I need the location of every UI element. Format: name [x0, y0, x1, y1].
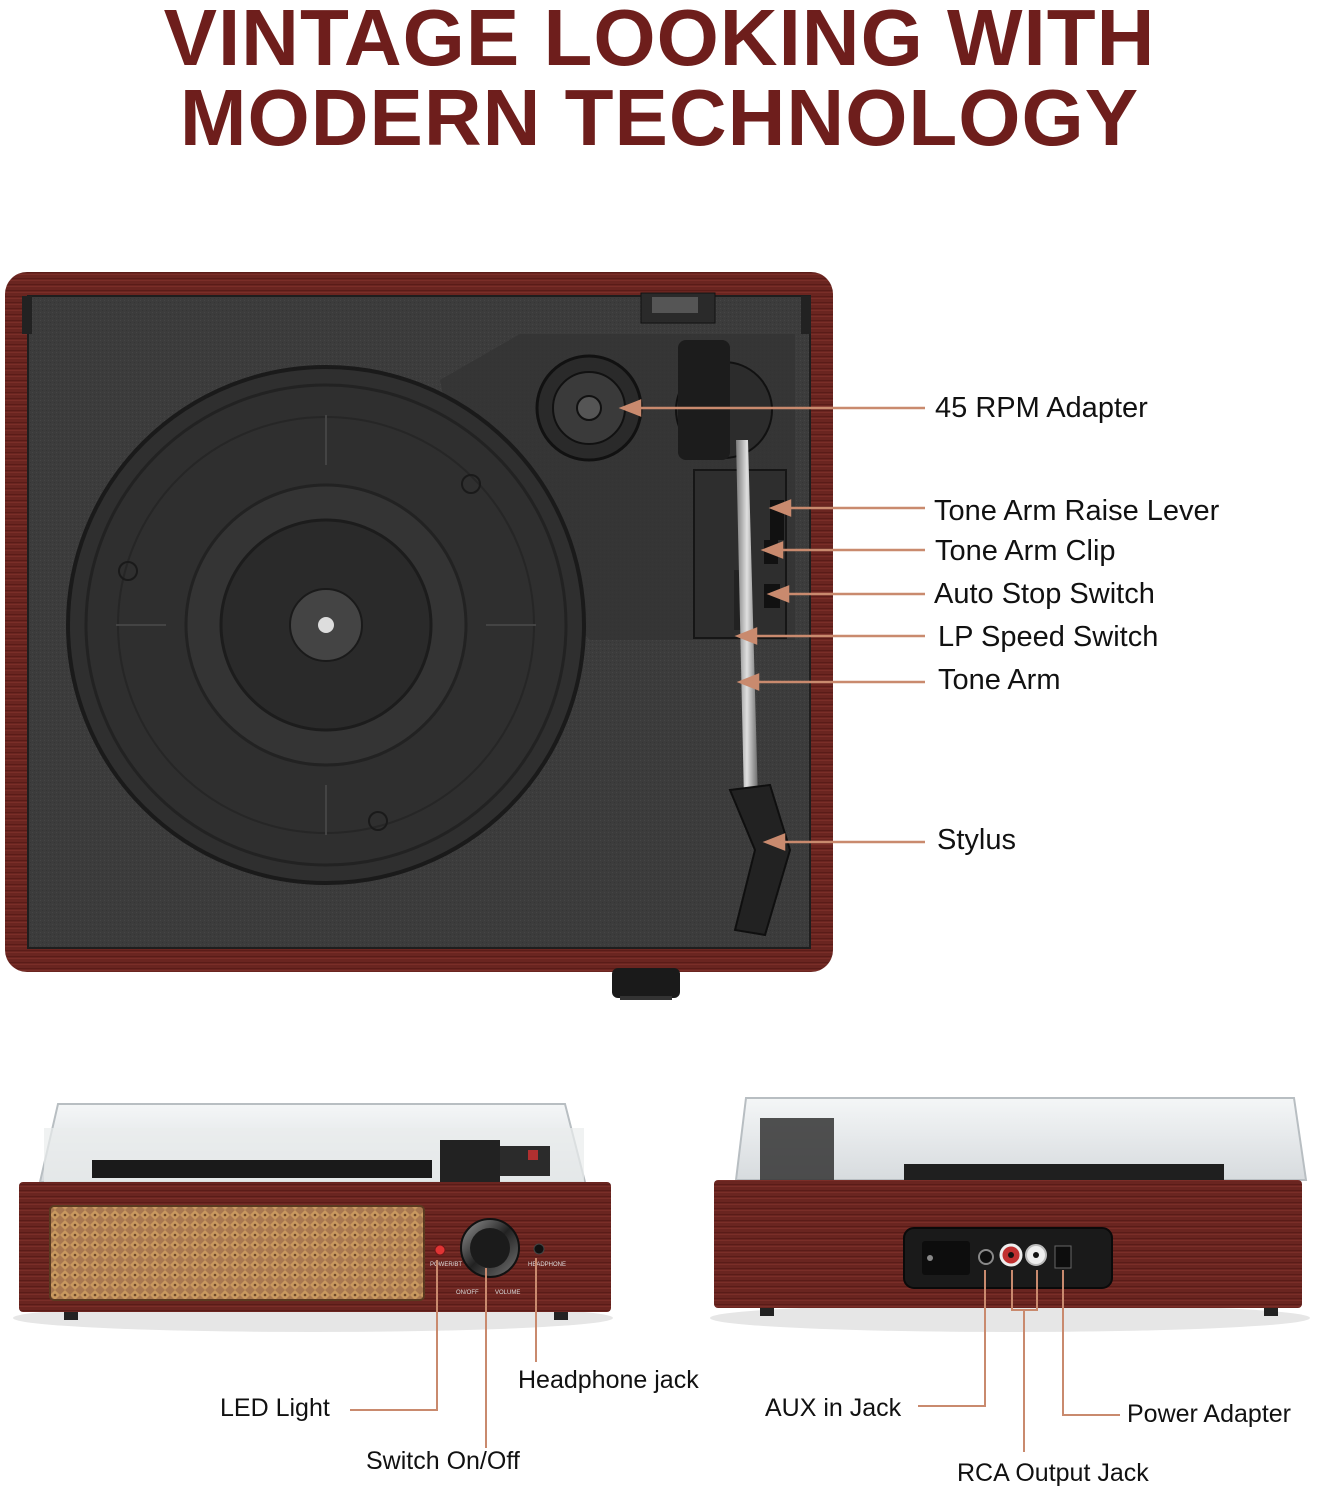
label-power-adapter: Power Adapter — [1127, 1400, 1291, 1428]
tone-arm-assembly — [675, 340, 792, 937]
label-lp-speed-switch: LP Speed Switch — [938, 621, 1159, 653]
label-tone-arm-clip: Tone Arm Clip — [935, 535, 1116, 567]
label-auto-stop-switch: Auto Stop Switch — [934, 578, 1155, 610]
label-switch-on-off: Switch On/Off — [366, 1447, 520, 1475]
front-panel-volume-text: VOLUME — [495, 1290, 520, 1296]
label-aux-in-jack: AUX in Jack — [765, 1394, 902, 1422]
front-panel-onoff-text: ON/OFF — [456, 1290, 479, 1296]
headline-line-1: VINTAGE LOOKING WITH — [163, 0, 1156, 82]
headline-line-2: MODERN TECHNOLOGY — [179, 73, 1140, 162]
front-panel-power-text: POWER/BT — [430, 1262, 462, 1268]
front-callout-lines — [350, 1258, 537, 1448]
label-45-rpm-adapter: 45 RPM Adapter — [935, 392, 1148, 424]
top-view-turntable — [5, 272, 833, 1000]
back-view-turntable — [710, 1097, 1310, 1332]
label-rca-output-jack: RCA Output Jack — [957, 1459, 1149, 1487]
front-panel-headphone-text: HEADPHONE — [528, 1262, 566, 1268]
label-stylus: Stylus — [937, 824, 1016, 856]
label-led-light: LED Light — [220, 1394, 330, 1422]
platter — [66, 365, 586, 885]
top-callout-lines — [618, 399, 925, 851]
label-tone-arm: Tone Arm — [938, 664, 1061, 696]
label-tone-arm-raise-lever: Tone Arm Raise Lever — [934, 495, 1220, 527]
back-port-panel — [903, 1227, 1113, 1289]
back-callout-lines — [918, 1270, 1120, 1452]
front-view-turntable: POWER/BT ON/OFF VOLUME HEADPHONE — [13, 1103, 613, 1332]
rpm-adapter — [535, 354, 643, 462]
label-headphone-jack: Headphone jack — [518, 1366, 699, 1394]
